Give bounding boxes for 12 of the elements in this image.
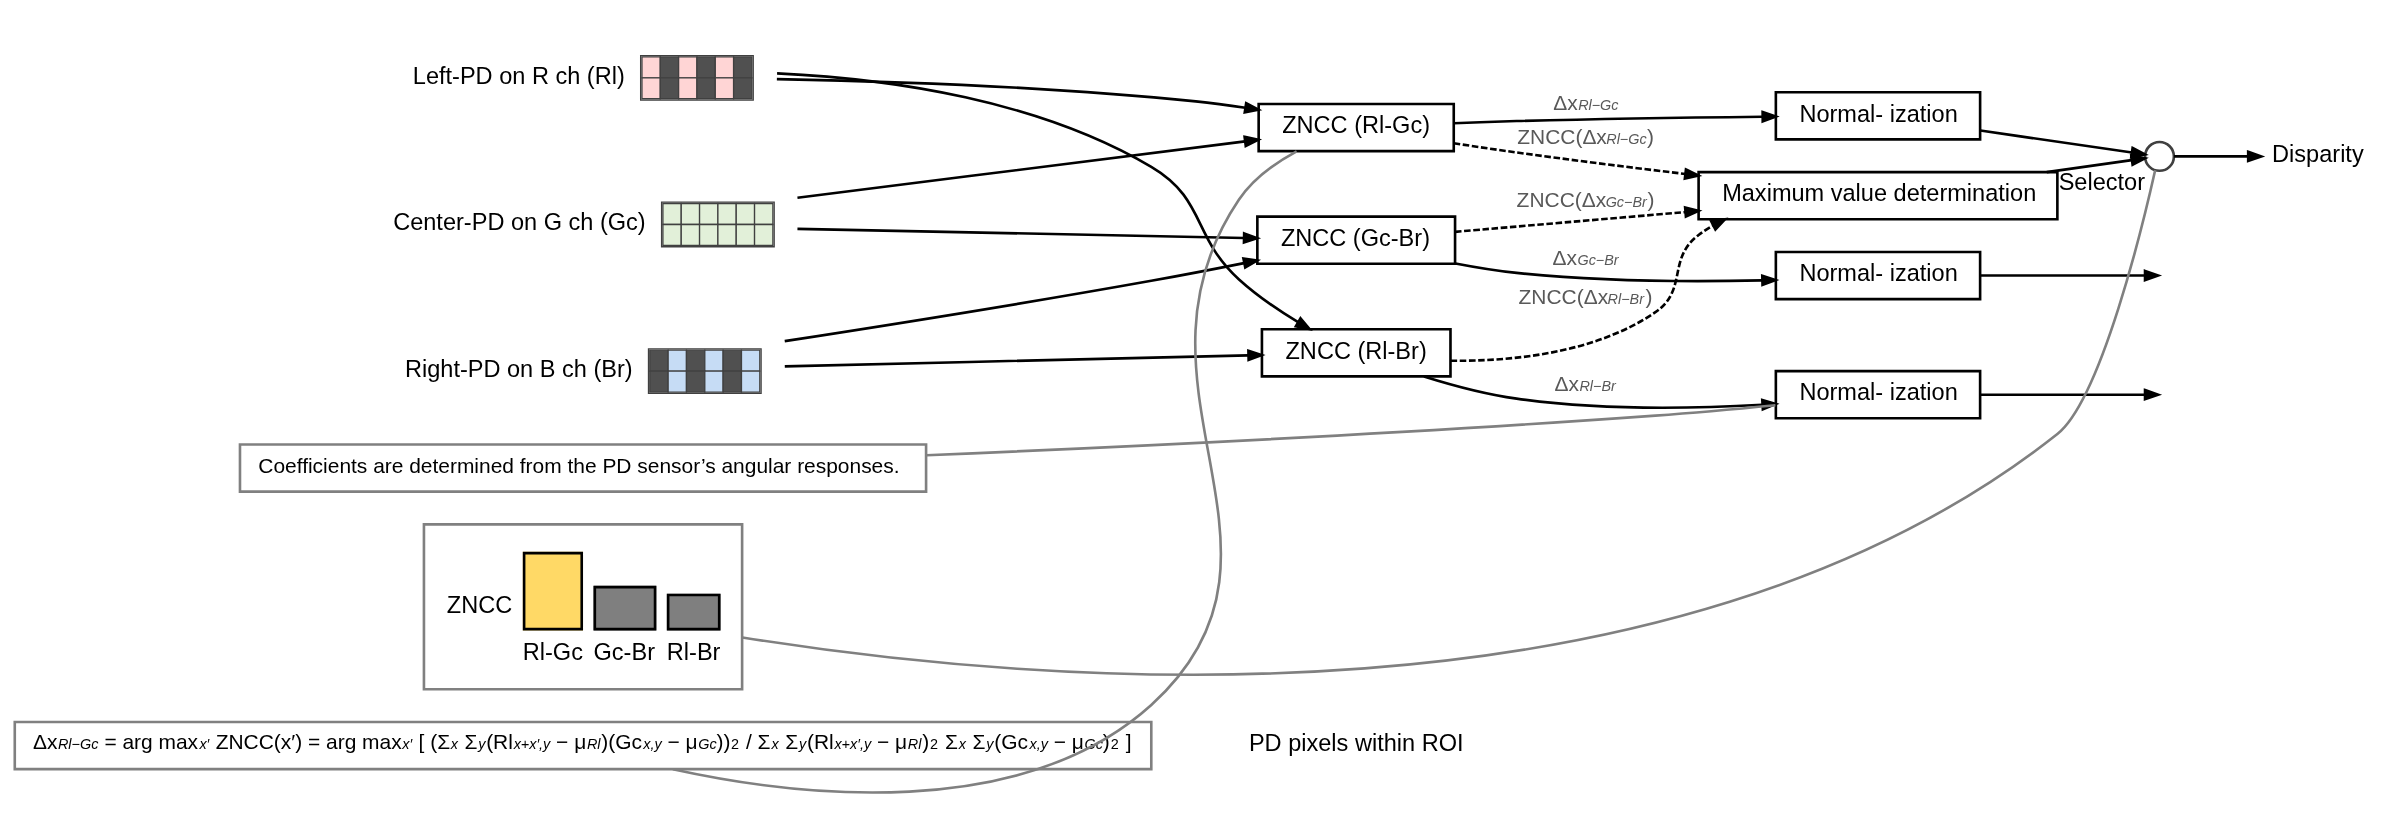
edge-label: ΔxRl−Gc: [1553, 90, 1619, 114]
node-label: Left-PD on R ch (Rl): [412, 62, 625, 89]
edge-label: ΔxGc−Br: [1552, 245, 1619, 269]
edge-label: ΔxRl−Br: [1554, 371, 1616, 394]
node-label: Right-PD on B ch (Br): [404, 355, 633, 382]
edge-label: ZNCC(ΔxGc−Br): [1516, 187, 1655, 211]
node-label: Selector: [2058, 168, 2146, 195]
node-text: Disparity: [2272, 140, 2364, 167]
node-label: Center-PD on G ch (Gc): [393, 208, 646, 235]
label: PD pixels within ROI: [1248, 729, 1464, 756]
edge-label: ZNCC(ΔxRl−Gc): [1517, 124, 1654, 148]
edge-label: ZNCC(ΔxRl−Br): [1518, 284, 1653, 308]
